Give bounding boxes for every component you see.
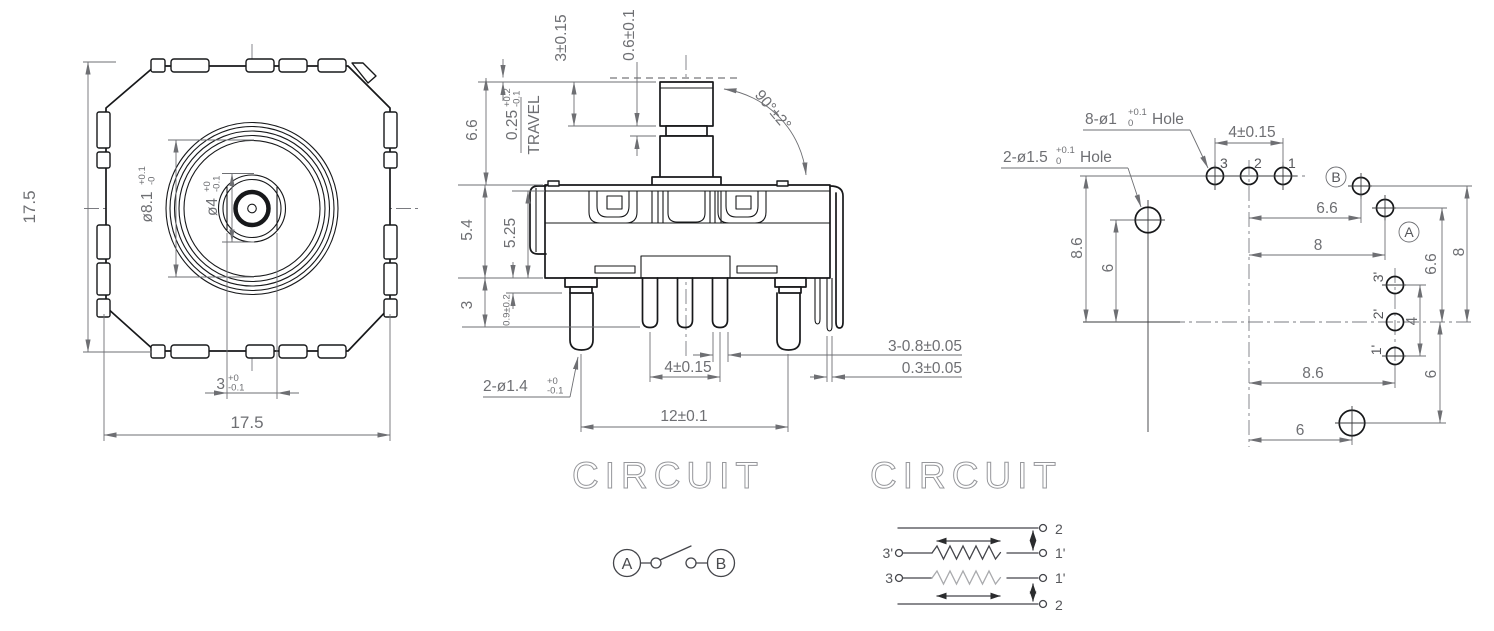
dim-shaft-len: 3±0.15 <box>553 14 570 61</box>
dim-a-y: 6.6 <box>1423 253 1440 275</box>
terminal-a-label: A <box>1404 224 1414 240</box>
dim-pin-len: 3 <box>459 301 476 310</box>
dim-ring-tol-upper: +0.1 <box>137 166 148 185</box>
dim-col-x: 8.6 <box>1302 365 1324 382</box>
terminal-b-circle <box>1325 166 1347 188</box>
terminal-b-label: B <box>1331 169 1340 185</box>
side-shaft <box>610 77 740 187</box>
dim-ring-dia: ø8.1 <box>139 191 156 222</box>
pin1-label: 1 <box>1288 155 1296 171</box>
switch-circuit-title: CIRCUIT <box>572 455 764 496</box>
dim-flat-tol-upper: +0 <box>228 373 239 384</box>
pin2p-label: 2' <box>1370 309 1386 319</box>
pcb-callouts: 8-ø1 +0.1 0 Hole 2-ø1.5 +0.1 0 Hole <box>1001 107 1209 208</box>
pot-circuit-title: CIRCUIT <box>870 455 1062 496</box>
dim-ring-tol-lower: -0 <box>147 177 158 185</box>
resistor-2 <box>931 569 1002 586</box>
dim-pitch-top: 4±0.15 <box>1228 124 1275 141</box>
dim-travel: 0.25 <box>504 110 521 140</box>
pot-r2-left-label: 3 <box>885 570 893 586</box>
callout-pin-width: 3-0.8±0.05 <box>888 338 962 355</box>
terminal-a-letter: A <box>622 556 633 573</box>
dim-shaft-dia: ø4 <box>204 198 221 216</box>
resistor-1 <box>931 544 1002 561</box>
pin3-label: 3 <box>1220 155 1228 171</box>
callout-large-holes-tol-lower: 0 <box>1056 156 1061 167</box>
front-dimensions: 17.5 17.5 ø8.1 +0.1 -0 ø4 +0 -0.1 3 +0 <box>20 61 391 441</box>
dim-front-height: 17.5 <box>20 190 39 223</box>
dim-bot-x: 6 <box>1296 422 1305 439</box>
dim-row-y: 8.6 <box>1069 237 1086 259</box>
potentiometer-circuit-diagram: CIRCUIT 2 3' 1' 3 1' 2 <box>869 455 1065 614</box>
callout-leg-width: 0.3±0.05 <box>902 360 962 377</box>
pin3p-label: 3' <box>1370 272 1386 282</box>
callout-large-holes-word: Hole <box>1080 149 1112 166</box>
dim-shaft-tol-upper: +0 <box>202 181 213 192</box>
side-dimensions: 6.6 0.25 +0.2 -0.1 TRAVEL 3±0.15 0.6±0.1… <box>458 9 962 432</box>
side-body <box>529 180 844 329</box>
dim-b-x: 6.6 <box>1316 200 1338 217</box>
callout-small-holes: 8-ø1 <box>1085 111 1117 128</box>
dim-body-h: 5.4 <box>459 219 476 241</box>
callout-small-holes-word: Hole <box>1152 111 1184 128</box>
pcb-centerlines <box>1083 160 1472 447</box>
dim-shaft-tol-lower: -0.1 <box>212 176 223 192</box>
callout-bracket-pin-tol-lower: -0.1 <box>547 386 563 397</box>
callout-bracket-pin: 2-ø1.4 <box>483 378 528 395</box>
pot-bottom-label: 2 <box>1055 597 1063 613</box>
dim-col-pitch: 4 <box>1404 316 1421 325</box>
front-view: 17.5 17.5 ø8.1 +0.1 -0 ø4 +0 -0.1 3 +0 <box>20 44 420 441</box>
callout-small-holes-tol-lower: 0 <box>1128 118 1133 129</box>
terminal-b-symbol <box>706 548 736 578</box>
pcb-dimensions: 4±0.15 8.6 6 6.6 8 8 6.6 4 6 <box>1069 124 1472 445</box>
pin2-label: 2 <box>1254 155 1262 171</box>
terminal-a-circle <box>1398 221 1420 243</box>
switch-lever <box>659 545 692 561</box>
dim-groove: 0.6±0.1 <box>621 9 638 61</box>
dim-pin-pitch: 4±0.15 <box>664 359 711 376</box>
pin1p-label: 1' <box>1368 345 1384 355</box>
pot-top-label: 2 <box>1055 521 1063 537</box>
pcb-holes <box>1131 162 1408 440</box>
callout-bracket-pin-tol-upper: +0 <box>547 376 558 387</box>
callout-small-holes-tol-upper: +0.1 <box>1128 107 1147 118</box>
pot-r2-right-label: 1' <box>1055 570 1065 586</box>
terminal-b-letter: B <box>716 556 727 573</box>
pcb-view: 3 2 1 3' 2' 1' B A 8-ø1 +0.1 0 Hole 2-ø1… <box>1001 107 1472 447</box>
callout-large-holes-tol-upper: +0.1 <box>1056 145 1075 156</box>
dim-a-x: 8 <box>1314 237 1323 254</box>
dim-b-y: 8 <box>1451 248 1468 257</box>
callout-large-holes: 2-ø1.5 <box>1003 149 1048 166</box>
dim-height-above: 6.6 <box>464 119 481 141</box>
dim-hole-y: 6 <box>1100 264 1117 273</box>
label-travel: TRAVEL <box>526 95 543 155</box>
side-view: 6.6 0.25 +0.2 -0.1 TRAVEL 3±0.15 0.6±0.1… <box>458 9 962 432</box>
dim-travel-tol-upper: +0.2 <box>502 88 513 107</box>
dim-travel-tol-lower: -0.1 <box>512 91 523 107</box>
switch-circuit-diagram: CIRCUIT A B <box>571 455 764 578</box>
pcb-hole-labels: 3 2 1 3' 2' 1' B A <box>1220 155 1420 355</box>
dim-front-width: 17.5 <box>230 413 263 432</box>
dim-stub-len: 0.9±0.2 <box>502 294 513 326</box>
dim-body-inner-h: 5.25 <box>502 218 519 248</box>
dim-bracket-pitch: 12±0.1 <box>660 408 707 425</box>
dim-flat-tol-lower: -0.1 <box>228 383 244 394</box>
side-pins <box>564 277 833 351</box>
pot-r1-left-label: 3' <box>883 545 893 561</box>
dim-flat-width: 3 <box>216 376 225 393</box>
pot-r1-right-label: 1' <box>1055 545 1065 561</box>
corner-notch <box>351 62 377 84</box>
dim-bot-y: 6 <box>1423 370 1440 379</box>
